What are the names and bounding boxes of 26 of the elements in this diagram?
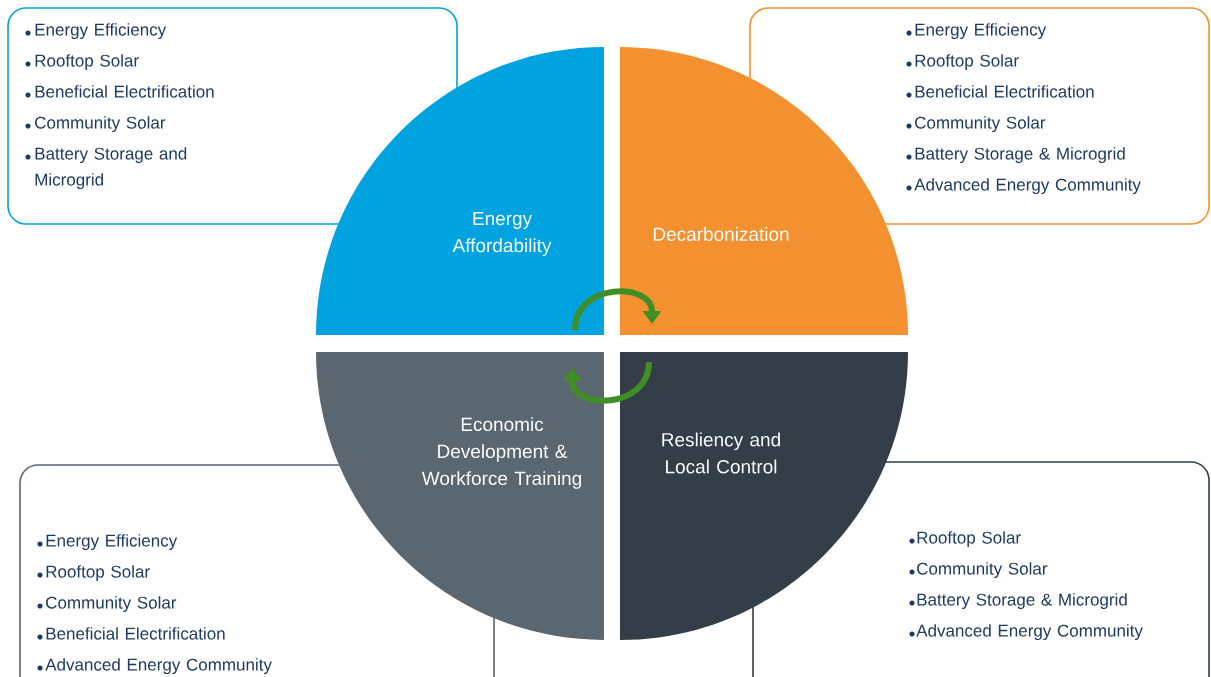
curved-arrow bbox=[562, 361, 652, 404]
quadrant: Energy Affordability bbox=[316, 47, 604, 335]
bullet-item: Community Solar bbox=[909, 562, 1048, 579]
bullet-item: Battery Storage & Microgrid bbox=[906, 147, 1125, 164]
quadrant: Economic Development & Workforce Training bbox=[316, 352, 604, 640]
bullet-item: Community Solar bbox=[25, 116, 166, 133]
bullet-item: Community Solar bbox=[37, 596, 177, 613]
bullet-item: Rooftop Solar bbox=[909, 531, 1021, 548]
bullet-item: Advanced Energy Community bbox=[906, 178, 1141, 195]
bullet-item: Advanced Energy Community bbox=[37, 658, 272, 675]
bullet-item: Beneficial Electrification bbox=[37, 627, 225, 640]
bullet-item: Energy Efficiency bbox=[37, 534, 178, 551]
curved-arrow bbox=[572, 288, 662, 331]
bullet-item: Beneficial Electrification bbox=[25, 85, 214, 98]
quadrant: Resliency and Local Control bbox=[620, 352, 908, 640]
bullet-item: Battery Storage & Microgrid bbox=[909, 593, 1127, 610]
bullet-item: Advanced Energy Community bbox=[909, 624, 1143, 641]
quadrant: Decarbonization bbox=[620, 47, 908, 335]
bullet-item: Rooftop Solar bbox=[37, 565, 150, 582]
bullet-item: Energy Efficiency bbox=[25, 23, 167, 40]
bullet-item: Beneficial Electrification bbox=[906, 85, 1094, 98]
bullet-item: Energy Efficiency bbox=[906, 23, 1047, 40]
bullet-item: Rooftop Solar bbox=[906, 54, 1019, 71]
bullet-item: Battery Storage and Microgrid bbox=[25, 147, 187, 190]
bullet-item: Community Solar bbox=[906, 116, 1046, 133]
bullet-item: Rooftop Solar bbox=[25, 54, 139, 71]
